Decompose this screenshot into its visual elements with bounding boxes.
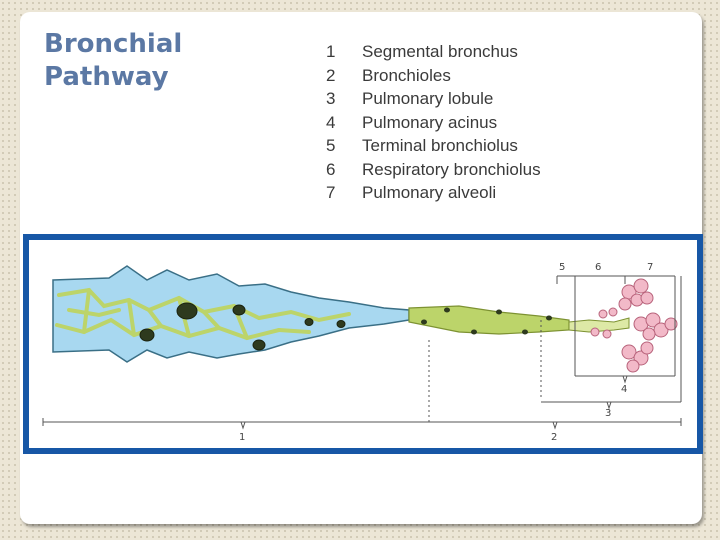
title-line-1: Bronchial <box>44 28 182 61</box>
label-4: 4 <box>621 384 627 395</box>
legend-label: Pulmonary alveoli <box>362 183 496 202</box>
label-7: 7 <box>647 262 653 273</box>
legend-number: 6 <box>320 158 362 182</box>
legend-number: 3 <box>320 87 362 111</box>
legend-label: Respiratory bronchiolus <box>362 160 541 179</box>
legend-number: 5 <box>320 134 362 158</box>
bronchial-tree-figure: 5 6 7 4 3 1 2 <box>23 234 703 454</box>
label-2: 2 <box>551 432 557 443</box>
legend-number: 7 <box>320 181 362 205</box>
bronchial-tree-diagram: 5 6 7 4 3 1 2 <box>29 240 697 448</box>
slide-title: Bronchial Pathway <box>44 28 182 94</box>
label-3: 3 <box>605 408 611 419</box>
legend-label: Segmental bronchus <box>362 42 518 61</box>
legend-label: Pulmonary acinus <box>362 113 497 132</box>
legend-label: Terminal bronchiolus <box>362 136 518 155</box>
legend-number: 2 <box>320 64 362 88</box>
bronchiole-tube <box>409 306 569 334</box>
legend-number: 1 <box>320 40 362 64</box>
label-6: 6 <box>595 262 601 273</box>
label-1: 1 <box>239 432 245 443</box>
title-line-2: Pathway <box>44 61 182 94</box>
legend-label: Bronchioles <box>362 66 451 85</box>
respiratory-bronchiolus <box>569 318 629 332</box>
legend-label: Pulmonary lobule <box>362 89 493 108</box>
legend-number: 4 <box>320 111 362 135</box>
label-5: 5 <box>559 262 565 273</box>
